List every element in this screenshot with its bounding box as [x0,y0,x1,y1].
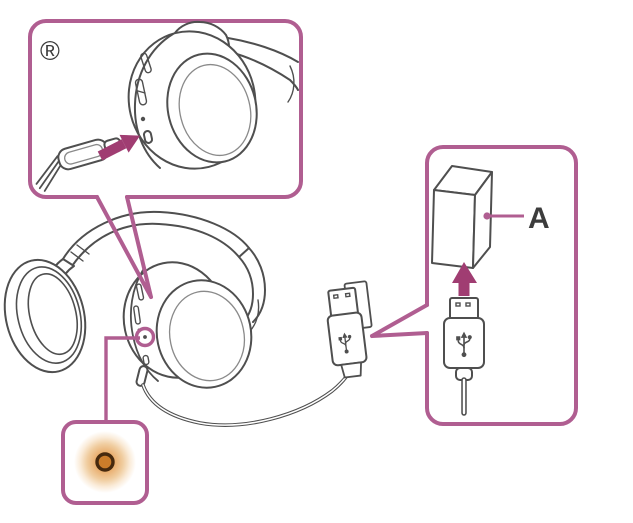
closeup-callout-pointer [95,195,153,299]
closeup-inset-border [28,19,303,199]
indicator-led [143,335,147,339]
power-button [135,283,145,301]
indicator-callout-line [104,336,140,420]
plug-insertion-arrow-icon [97,134,141,161]
adapter-callout-pointer [370,303,429,338]
cable-strain-relief [135,365,149,387]
left-earcup [3,258,87,374]
adapter-up-arrow-icon [452,262,477,296]
charging-port-closeup-inset: ® [28,19,303,299]
charging-indicator-ring [95,452,115,472]
adapter-inset-border [425,145,578,426]
closeup-headband [227,37,299,91]
usb-ac-adapter [431,165,493,269]
closeup-charging-port [142,130,154,144]
headband-adjuster-marks [70,244,90,262]
adapter-label: A [528,202,550,235]
closeup-pad [166,52,258,164]
usb-type-c-plug [35,137,123,192]
volume-button [133,305,141,325]
adapter-usb-a-connector [443,297,485,416]
closeup-volume-button [134,78,148,106]
earcup-pad [155,279,253,389]
usb-a-plug [326,280,373,379]
right-earcup [122,261,253,389]
closeup-rim [133,33,174,169]
registered-trademark-symbol: ® [40,36,60,66]
closeup-mic-hole [140,116,146,122]
headband [62,210,250,267]
indicator-inset [61,420,149,505]
headphones-illustration [3,210,373,427]
charging-port [142,354,150,366]
closeup-earcup [127,20,299,170]
headset-usb-cable [141,364,355,427]
indicator-inset-border [61,420,149,505]
closeup-yoke [174,20,230,48]
closeup-power-button [140,52,152,74]
adapter-inset: A [370,145,578,426]
